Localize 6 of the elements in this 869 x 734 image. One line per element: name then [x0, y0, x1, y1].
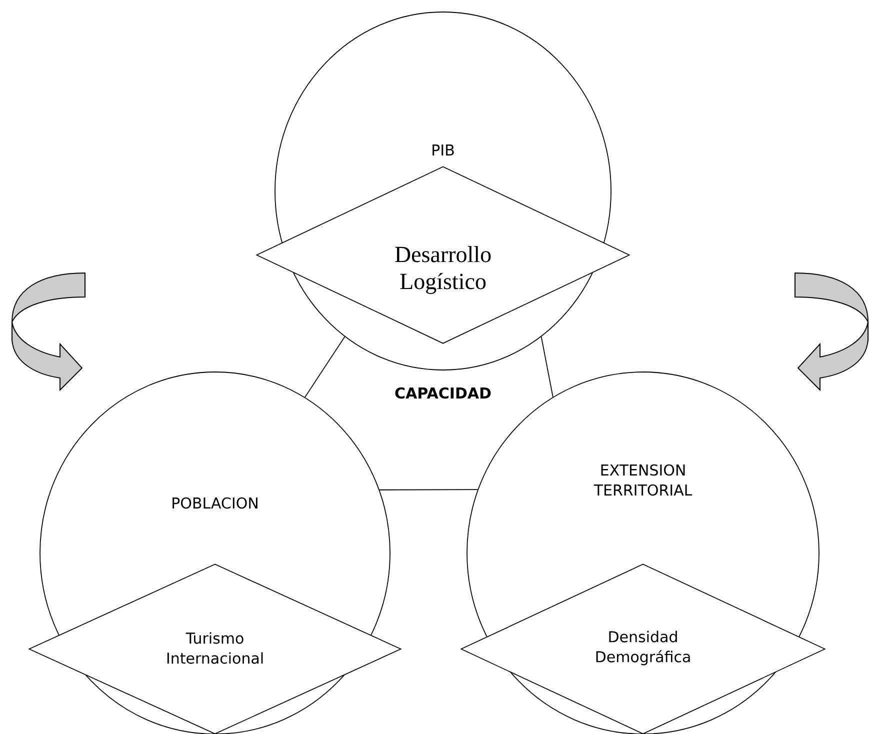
connector-line [304, 336, 346, 398]
node-label: Densidad Demográfica [596, 630, 690, 666]
connector-line [540, 336, 554, 398]
node-label: Turismo Internacional [167, 632, 263, 664]
connector-line [379, 489, 478, 490]
center-label: CAPACIDAD [395, 387, 491, 399]
